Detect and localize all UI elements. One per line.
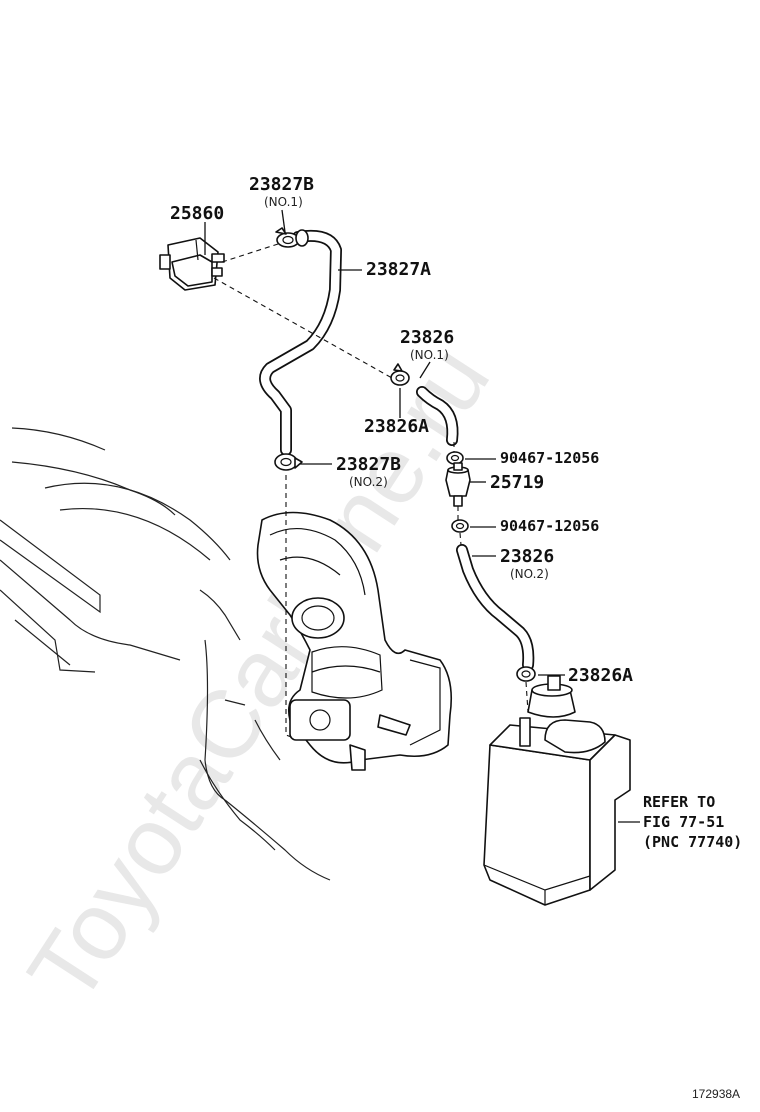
hose-23826-no1 (416, 386, 459, 446)
refer-line-2: FIG 77-51 (643, 813, 724, 831)
check-valve-icon (445, 462, 471, 507)
engine-outline-icon (0, 427, 331, 881)
clamp-23826a-upper (390, 363, 410, 386)
connection-dashes (213, 243, 529, 739)
label-23826-no2: 23826 (500, 546, 554, 567)
label-23826-no1-sub: (NO.1) (410, 348, 449, 362)
clamp-23827b-no1 (275, 227, 309, 248)
hose-23826-no2 (456, 544, 535, 671)
label-90467-lower: 90467-12056 (500, 517, 599, 535)
refer-line-3: (PNC 77740) (643, 833, 742, 851)
label-23826-no2-sub: (NO.2) (510, 567, 549, 581)
hose-23827a (259, 229, 342, 456)
callout-labels: 25860 23827B (NO.1) 23827A 23826 (NO.1) … (170, 174, 742, 851)
clamp-23826a-canister (516, 666, 536, 682)
clip-90467-lower (451, 519, 469, 533)
label-23826a-upper: 23826A (364, 416, 429, 437)
label-23826a-canister: 23826A (568, 665, 633, 686)
label-25719: 25719 (490, 472, 544, 493)
label-23827b-no2-sub: (NO.2) (349, 475, 388, 489)
label-90467-upper: 90467-12056 (500, 449, 599, 467)
charcoal-canister-icon (483, 675, 631, 906)
label-25860: 25860 (170, 203, 224, 224)
label-23827b-no2: 23827B (336, 454, 401, 475)
label-23827a: 23827A (366, 259, 431, 280)
label-23827b-no1-sub: (NO.1) (264, 195, 303, 209)
clamp-23827b-no2 (274, 453, 303, 471)
vacuum-switching-valve-icon (159, 237, 225, 291)
refer-line-1: REFER TO (643, 793, 715, 811)
throttle-body-icon (256, 511, 453, 771)
label-23826-no1: 23826 (400, 327, 454, 348)
leader-lines (204, 209, 640, 823)
figure-number: 172938A (692, 1087, 740, 1101)
label-23827b-no1: 23827B (249, 174, 314, 195)
